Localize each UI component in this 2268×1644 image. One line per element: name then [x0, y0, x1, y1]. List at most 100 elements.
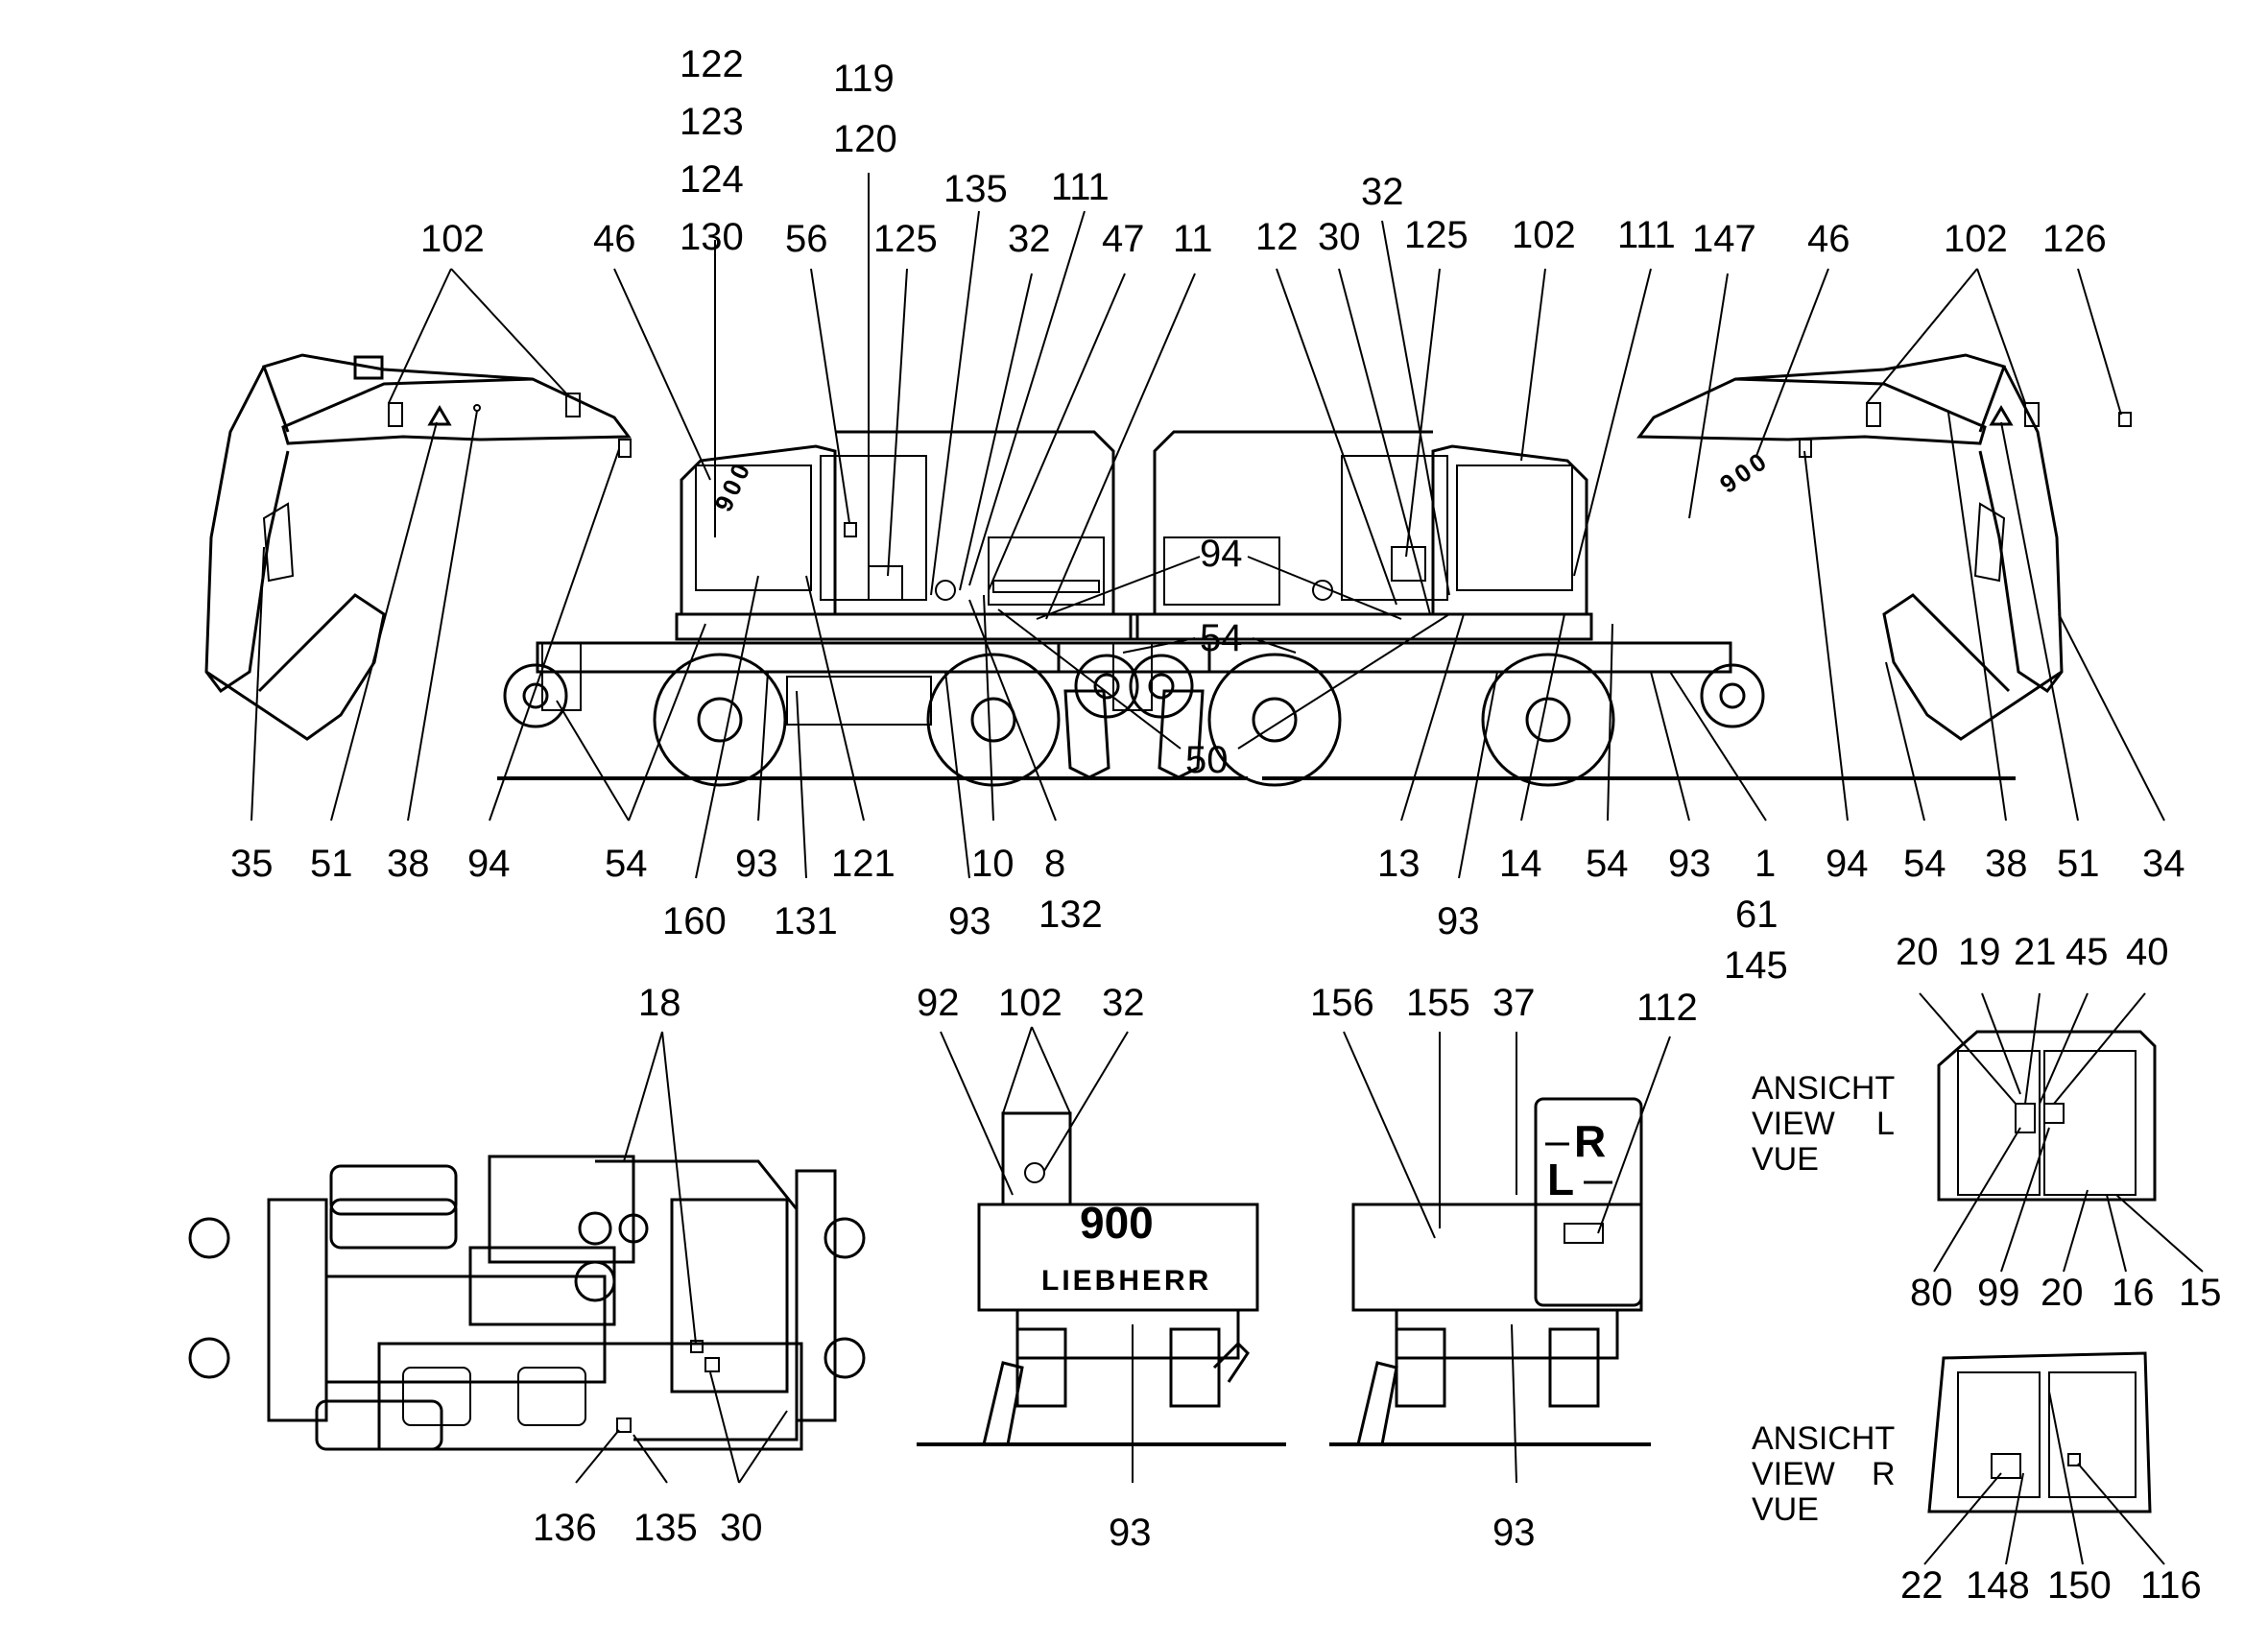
- cab-view-R: [1927, 1351, 2152, 1513]
- decal-18: [690, 1340, 704, 1353]
- callout-111: 111: [1051, 166, 1110, 208]
- decal-40: [2043, 1103, 2065, 1124]
- grease-point-38: [473, 404, 481, 412]
- decal-22: [1991, 1453, 2021, 1479]
- rear-axle-beam: [795, 1169, 837, 1422]
- leader-51-left: [330, 421, 438, 822]
- front-view: R L: [1329, 1097, 1651, 1446]
- callout-135-t: 135: [633, 1507, 698, 1549]
- leader-94-left: [489, 448, 620, 822]
- callout-160: 160: [662, 900, 727, 942]
- callout-51-r: 51: [2057, 843, 2100, 885]
- callout-16: 16: [2112, 1272, 2155, 1314]
- callout-11: 11: [1173, 218, 1213, 260]
- leader-121: [805, 575, 865, 822]
- boom-decal-102d: [2024, 402, 2040, 427]
- callout-155: 155: [1406, 982, 1470, 1024]
- decal-21: [2015, 1103, 2036, 1133]
- callout-147: 147: [1692, 218, 1756, 260]
- radiator-grille: [992, 580, 1100, 593]
- leader-92: [940, 1031, 1014, 1196]
- callout-54-r: 54: [1586, 843, 1629, 885]
- callout-136: 136: [533, 1507, 597, 1549]
- boom-model-text: 900: [1714, 445, 1775, 499]
- engine-panel: [988, 536, 1105, 606]
- boom-right: [1636, 377, 1987, 445]
- tire-front-top-2: [329, 1198, 458, 1250]
- callout-122: 122: [680, 43, 744, 85]
- stick-right: [1978, 366, 2064, 694]
- callout-35: 35: [230, 843, 274, 885]
- leader-40: [2053, 992, 2146, 1105]
- callout-22: 22: [1900, 1564, 1944, 1607]
- leader-135: [930, 210, 980, 596]
- decal-126: [2118, 412, 2132, 427]
- warning-triangle-51: [427, 405, 452, 426]
- decal-125-right: [1391, 546, 1426, 582]
- leader-93-left-b: [944, 671, 970, 879]
- leader-20-cab: [1919, 992, 2017, 1105]
- leader-102-right-2: [1866, 268, 2026, 404]
- cab-L-outline: [1937, 1030, 2157, 1202]
- view-R-side: R: [1872, 1456, 1896, 1492]
- outrigger: [1063, 689, 1110, 779]
- leader-46-right: [1755, 268, 1829, 457]
- rail-wheel-bl: [188, 1337, 230, 1379]
- leader-18: [623, 1031, 697, 1345]
- callout-150: 150: [2047, 1564, 2112, 1607]
- wheel-front-hub: [697, 697, 743, 743]
- callout-19: 19: [1958, 931, 2001, 973]
- callout-34: 34: [2142, 843, 2185, 885]
- rear-boom-tip: [1001, 1111, 1072, 1204]
- leader-102-rear: [1002, 1026, 1071, 1114]
- boom-head: [262, 353, 534, 433]
- top-view-engine-cover: [670, 1198, 789, 1394]
- rear-wheel-r: [1169, 1327, 1221, 1408]
- callout-32-rear: 32: [1102, 982, 1145, 1024]
- leader-16: [2106, 1194, 2127, 1273]
- callout-32-r: 32: [1361, 171, 1404, 213]
- left-side-view: 900: [204, 353, 1248, 787]
- view-L-line1: ANSICHT: [1752, 1070, 1895, 1107]
- rear-view: 900 LIEBHERR: [917, 1111, 1286, 1446]
- front-decal-L: L: [1547, 1155, 1574, 1204]
- leader-136: [575, 1429, 620, 1484]
- top-view-tank: [574, 1260, 616, 1302]
- leader-54-left: [556, 623, 706, 822]
- leader-126: [2077, 268, 2122, 416]
- callout-93-front: 93: [1492, 1512, 1536, 1554]
- callout-54-center: 54: [1200, 617, 1243, 659]
- decal-116: [2067, 1453, 2081, 1466]
- decal-112: [1564, 1223, 1604, 1244]
- front-axle-beam: [267, 1198, 328, 1422]
- rail-wheel-left: [503, 663, 568, 728]
- rail-wheel-br: [824, 1337, 866, 1379]
- callout-126: 126: [2042, 218, 2107, 260]
- leader-19: [1981, 992, 2021, 1095]
- leader-8: [968, 599, 1057, 822]
- boom-decal-102a: [388, 402, 403, 427]
- leader-45: [2039, 992, 2089, 1105]
- rear-outrigger-l: [982, 1361, 1024, 1446]
- decal-20-circle: [935, 580, 956, 601]
- callout-93-r: 93: [1437, 900, 1480, 942]
- callout-123: 123: [680, 101, 744, 143]
- callout-13: 13: [1377, 843, 1420, 885]
- top-view-fan: [578, 1211, 612, 1246]
- rear-brand-text: LIEBHERR: [1041, 1265, 1211, 1297]
- leader-102-right: [1520, 268, 1546, 462]
- rail-wheel-right-a: [1700, 663, 1765, 728]
- leader-112: [1597, 1036, 1671, 1234]
- leader-30-top: [709, 1371, 788, 1484]
- callout-124: 124: [680, 158, 744, 201]
- counterweight-top: [488, 1155, 635, 1264]
- callout-121: 121: [831, 843, 895, 885]
- leader-22: [1923, 1472, 2002, 1565]
- callout-125: 125: [873, 218, 938, 260]
- leader-147: [1688, 273, 1729, 519]
- leader-99: [2000, 1127, 2050, 1273]
- rail-wheel-right-hub: [1148, 673, 1175, 700]
- top-view: [188, 1155, 866, 1451]
- leader-93-right-b: [1650, 671, 1690, 822]
